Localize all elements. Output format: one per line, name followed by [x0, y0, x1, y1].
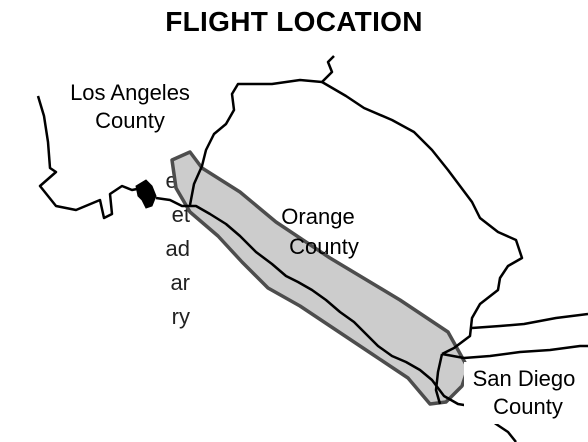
- sd-county-label-line-1: San Diego: [473, 366, 576, 391]
- sd-label-box: [464, 362, 588, 424]
- la-county-label-line-1: Los Angeles: [70, 80, 190, 105]
- la-county-label-line-2: County: [95, 108, 165, 133]
- la-county-coastline: [36, 95, 143, 220]
- orange-sd-border: [434, 353, 444, 405]
- left-caption-line-4: ar: [170, 270, 190, 295]
- sd-east-border: [441, 344, 588, 360]
- left-caption-line-3: ad: [166, 236, 190, 261]
- harbor-blob: [135, 179, 157, 209]
- left-caption-line-2: et: [172, 202, 190, 227]
- map-title: FLIGHT LOCATION: [165, 6, 423, 37]
- la-orange-border: [188, 55, 335, 206]
- sd-county-label-line-2: County: [493, 394, 563, 419]
- flight-area-polygon: [170, 150, 470, 406]
- left-caption-line-5: ry: [172, 304, 190, 329]
- orange-county-label-line-2: County: [289, 234, 359, 259]
- orange-east-boundary: [321, 80, 524, 356]
- riverside-border: [471, 312, 588, 330]
- orange-county-label-line-1: Orange: [281, 204, 354, 229]
